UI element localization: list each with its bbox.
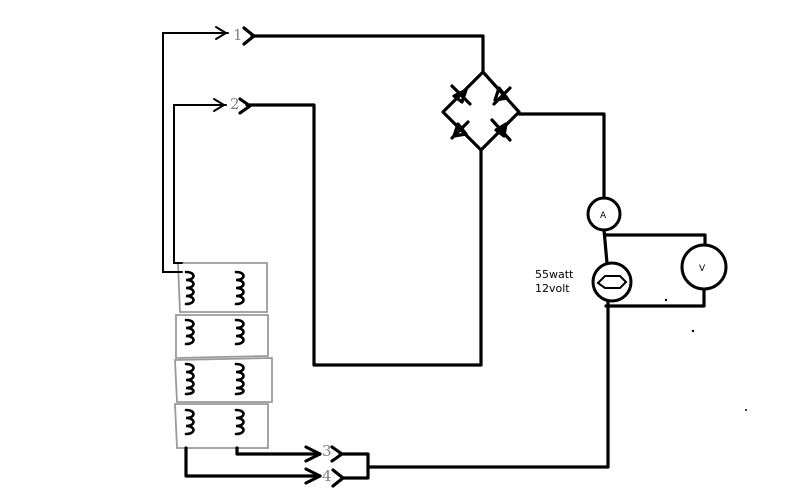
wires (162, 32, 707, 480)
wire-t3-t4-junction (338, 452, 370, 480)
wire-t2-bridge (245, 103, 483, 367)
lamp (591, 261, 633, 303)
voltmeter-label: V (699, 264, 706, 274)
voltmeter: V (680, 243, 728, 291)
terminal-4-chevron (331, 468, 345, 488)
wire-voltmeter-top (604, 233, 707, 245)
stray-mark (691, 329, 695, 333)
winding-box-2 (175, 314, 269, 359)
lamp-circle (591, 261, 633, 303)
ammeter-label: A (600, 211, 607, 221)
coil-right-3 (234, 362, 245, 396)
winding-box-3 (174, 357, 273, 403)
terminal-3-chevron (330, 445, 344, 463)
coil-left-4 (184, 408, 195, 436)
terminal-2-chevron (238, 97, 252, 115)
terminal-label-1: 1 (233, 26, 243, 44)
winding-box-4 (174, 403, 269, 449)
terminal-label-4: 4 (322, 467, 332, 485)
voltmeter-circle (680, 243, 728, 291)
arrow-in-tap-1 (215, 26, 228, 40)
coil-right-2 (234, 318, 245, 346)
terminal-arrows (213, 26, 345, 488)
wire-lamp-return (368, 299, 610, 469)
coil-left-1 (184, 270, 195, 306)
coil-right-1 (234, 270, 245, 306)
coil-left-3 (184, 362, 195, 396)
transformer-windings (174, 262, 273, 449)
wire-winding-t3 (235, 446, 322, 456)
wire-tap-2 (173, 104, 227, 264)
wire-t1-bridge (250, 34, 485, 74)
arrow-in-tap-4 (304, 467, 322, 485)
lamp-power-label: 55watt (535, 268, 574, 281)
coil-right-4 (234, 408, 245, 436)
arrow-in-tap-2 (213, 98, 226, 112)
bridge-rectifier (441, 70, 521, 152)
stray-mark (664, 298, 668, 302)
lamp-filament-icon (596, 275, 628, 289)
arrow-in-tap-3 (304, 445, 322, 463)
diode-top-left (450, 84, 472, 106)
lamp-voltage-label: 12volt (535, 282, 570, 295)
lamp-rating: 55watt 12volt (535, 268, 573, 296)
stray-mark (745, 409, 747, 411)
diode-top-right (492, 86, 512, 106)
ammeter: A (586, 196, 622, 232)
wire-winding-t4 (184, 446, 322, 478)
ammeter-circle (586, 196, 622, 232)
wire-bridge-ammeter (517, 112, 606, 200)
diode-bottom-right (490, 118, 512, 142)
terminal-label-3: 3 (322, 442, 332, 460)
terminal-1-chevron (242, 26, 256, 46)
wire-tap-1 (162, 32, 229, 273)
diode-bottom-left (450, 120, 470, 140)
coil-left-2 (184, 318, 195, 346)
wire-voltmeter-bottom (604, 288, 706, 308)
winding-box-1 (177, 262, 268, 313)
terminal-label-2: 2 (230, 95, 240, 113)
